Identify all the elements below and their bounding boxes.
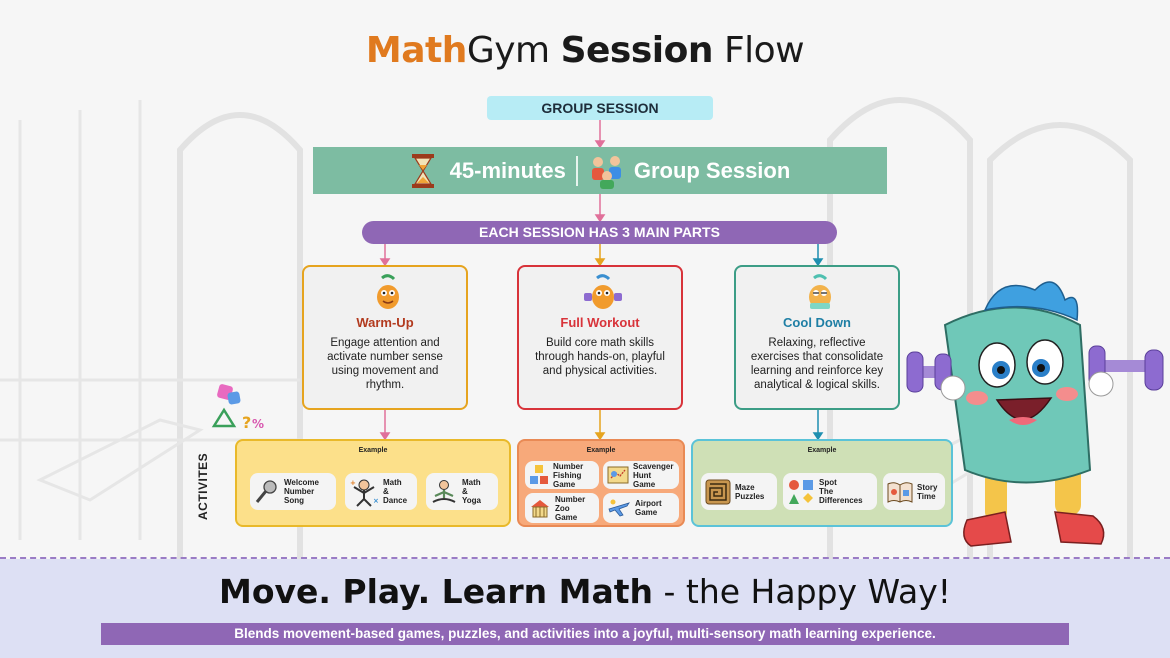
treasure-map-icon — [607, 466, 629, 484]
session-parts-bar: EACH SESSION HAS 3 MAIN PARTS — [362, 221, 837, 244]
bar-separator — [575, 155, 578, 186]
full-workout-mascot-icon — [584, 274, 622, 309]
warm-up-title: Warm-Up — [356, 315, 414, 330]
warm-up-description: Engage attention and activate number sen… — [327, 337, 443, 391]
svg-text:×: × — [373, 497, 379, 505]
microphone-icon — [255, 479, 277, 503]
group-session-pill: GROUP SESSION — [487, 96, 713, 120]
cool-down-card: Cool Down Relaxing, reflective exercises… — [734, 265, 900, 410]
svg-text:?: ? — [242, 413, 251, 432]
warm-up-card: Warm-Up Engage attention and activate nu… — [302, 265, 468, 410]
mascot-with-dumbbells-illustration — [906, 281, 1164, 547]
hourglass-icon — [411, 153, 434, 188]
airplane-icon — [608, 499, 630, 517]
dice-shapes-icon: ? % — [211, 384, 264, 432]
session-duration-bar: 45-minutes Group Session — [313, 147, 887, 194]
full-workout-title: Full Workout — [560, 315, 640, 330]
page-title: MathGym Session Flow — [365, 30, 805, 71]
cool-down-mascot-icon — [809, 274, 831, 309]
warm-up-mascot-icon — [377, 274, 399, 309]
activity-math-yoga[interactable]: Math&Yoga — [426, 473, 498, 510]
shapes-icon — [789, 479, 813, 504]
slogan: Move. Play. Learn Math - the Happy Way! — [219, 572, 951, 611]
svg-text:+: + — [350, 479, 356, 487]
svg-text:%: % — [252, 417, 264, 431]
storybook-icon — [887, 481, 913, 503]
footer-dashed-divider — [0, 557, 1170, 559]
cool-down-title: Cool Down — [783, 315, 851, 330]
full-workout-description: Build core math skills through hands-on,… — [535, 337, 665, 377]
dancer-icon: +× — [350, 479, 379, 507]
group-people-icon — [591, 155, 621, 189]
full-workout-card: Full Workout Build core math skills thro… — [517, 265, 683, 410]
number-blocks-icon — [530, 465, 548, 484]
yoga-icon — [432, 479, 456, 503]
zoo-icon — [531, 500, 549, 518]
tagline-bar: Blends movement-based games, puzzles, an… — [101, 623, 1069, 645]
cool-down-description: Relaxing, reflective exercises that cons… — [750, 337, 884, 391]
activities-label: ACTIVITES — [196, 452, 210, 520]
activity-math-dance[interactable]: +× Math&Dance — [345, 473, 417, 510]
maze-icon — [705, 479, 731, 504]
